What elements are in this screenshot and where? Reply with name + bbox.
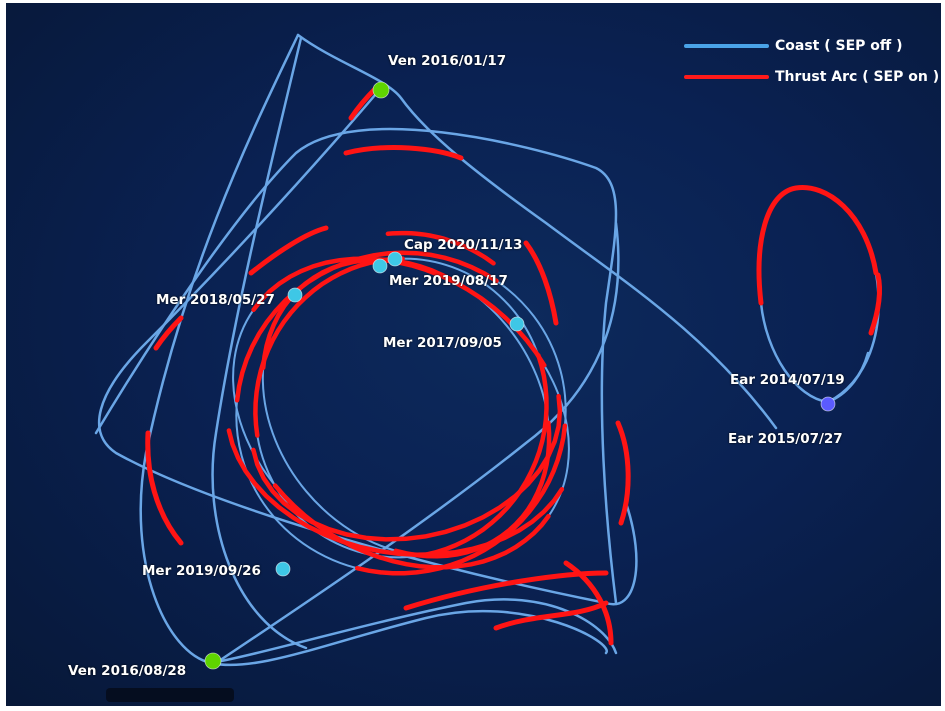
thrust-arc bbox=[523, 240, 559, 326]
legend-thrust: Thrust Arc ( SEP on ) bbox=[684, 67, 939, 87]
legend-thrust-label: Thrust Arc ( SEP on ) bbox=[775, 69, 940, 85]
mercury-marker-icon bbox=[275, 561, 291, 577]
earth-marker-icon bbox=[820, 396, 836, 412]
label-ven-2016-08-28: Ven 2016/08/28 bbox=[68, 663, 187, 679]
coast-path bbox=[211, 36, 308, 650]
thrust-arc bbox=[253, 256, 405, 438]
thrust-arc bbox=[868, 272, 883, 336]
thrust-arc bbox=[348, 85, 379, 121]
coast-path bbox=[139, 33, 608, 667]
venus-marker-icon bbox=[204, 652, 222, 670]
obscured-label-smudge bbox=[106, 688, 234, 702]
coast-path bbox=[209, 598, 618, 665]
label-mer-2017-09-05: Mer 2017/09/05 bbox=[383, 335, 502, 351]
thrust-arc bbox=[343, 145, 464, 161]
legend-coast-label: Coast ( SEP off ) bbox=[775, 38, 903, 54]
coast-path bbox=[296, 33, 778, 430]
thrust-arc bbox=[615, 420, 631, 526]
mercury-marker-icon bbox=[287, 287, 303, 303]
thrust-arc bbox=[493, 600, 609, 631]
legend-coast-swatch bbox=[684, 44, 769, 48]
coast-path bbox=[214, 221, 620, 665]
thrust-arc bbox=[756, 184, 879, 306]
label-ven-2016-01-17: Ven 2016/01/17 bbox=[388, 53, 507, 69]
coast-path bbox=[97, 86, 638, 606]
mercury-marker-icon bbox=[509, 316, 525, 332]
label-cap-2020-11-13: Cap 2020/11/13 bbox=[404, 237, 523, 253]
label-ear-2015-07-27: Ear 2015/07/27 bbox=[728, 431, 843, 447]
label-mer-2019-08-17: Mer 2019/08/17 bbox=[389, 273, 508, 289]
thrust-arc bbox=[145, 430, 184, 546]
thrust-arc bbox=[251, 393, 563, 542]
thrust-arc bbox=[385, 230, 496, 266]
legend-thrust-swatch bbox=[684, 75, 769, 79]
mercury-marker-icon bbox=[387, 251, 403, 267]
label-mer-2018-05-27: Mer 2018/05/27 bbox=[156, 292, 275, 308]
trajectory-diagram: Coast ( SEP off ) Thrust Arc ( SEP on ) … bbox=[6, 3, 941, 706]
label-ear-2014-07-19: Ear 2014/07/19 bbox=[730, 372, 845, 388]
thrust-arc bbox=[260, 257, 467, 371]
thrust-arc bbox=[403, 570, 609, 611]
thrust-arc bbox=[248, 225, 329, 276]
label-mer-2019-09-26: Mer 2019/09/26 bbox=[142, 563, 261, 579]
thrust-arc bbox=[422, 353, 549, 558]
thrust-arc bbox=[226, 428, 565, 558]
coast-path bbox=[94, 127, 618, 605]
mercury-marker-icon bbox=[372, 258, 388, 274]
thrust-arc bbox=[153, 315, 184, 351]
thrust-arc bbox=[563, 560, 614, 646]
legend-coast: Coast ( SEP off ) bbox=[684, 36, 903, 56]
venus-marker-icon bbox=[372, 81, 390, 99]
trajectory-svg bbox=[94, 33, 883, 670]
